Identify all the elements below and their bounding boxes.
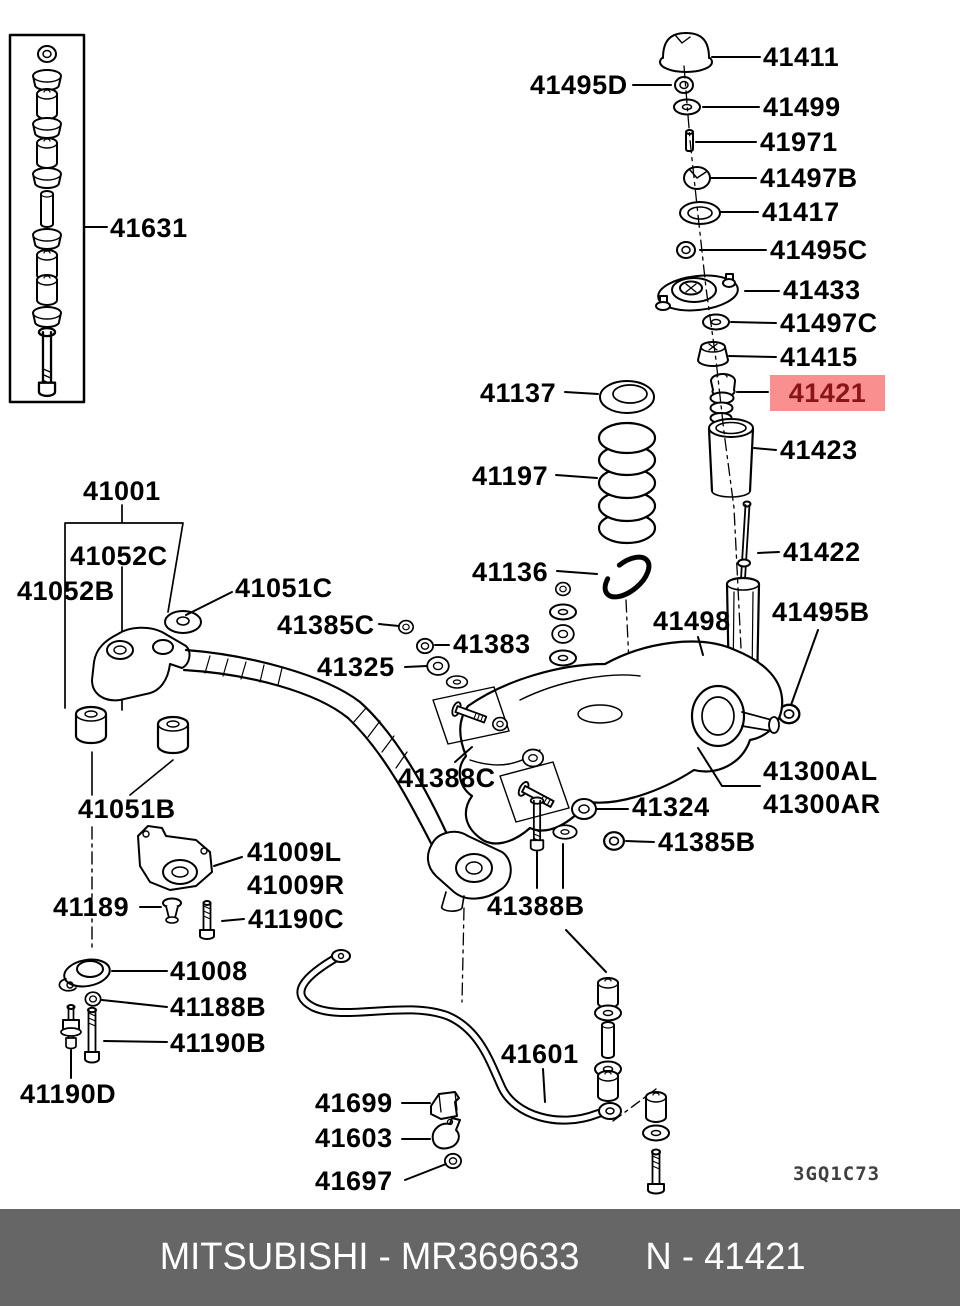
nut-41188b-part <box>84 991 102 1007</box>
spring-seat-41137-part <box>599 380 655 414</box>
part-label-41497B[interactable]: 41497B <box>760 163 858 193</box>
part-label-41325[interactable]: 41325 <box>317 652 395 682</box>
part-label-41603[interactable]: 41603 <box>315 1123 393 1153</box>
part-label-41324[interactable]: 41324 <box>632 792 710 822</box>
part-label-41415[interactable]: 41415 <box>780 342 858 372</box>
part-label-41190D[interactable]: 41190D <box>20 1079 117 1109</box>
part-label-41499[interactable]: 41499 <box>763 92 841 122</box>
part-label-41383[interactable]: 41383 <box>453 629 531 659</box>
nut-41495c-part <box>676 241 696 259</box>
part-label-41495B[interactable]: 41495B <box>772 597 870 627</box>
nut-41385c-part <box>397 619 415 635</box>
footer-n-number: N - 41421 <box>645 1236 806 1278</box>
cup-41497b-part <box>683 166 711 190</box>
clamp-41603-part <box>431 1117 461 1150</box>
ball-seat-41008-part <box>58 958 111 992</box>
part-label-41136[interactable]: 41136 <box>472 557 549 587</box>
part-label-41495C[interactable]: 41495C <box>770 235 868 265</box>
nut-41697-part <box>443 1152 463 1170</box>
part-label-41385B[interactable]: 41385B <box>658 827 756 857</box>
strut-mount-41433-part <box>655 273 739 312</box>
part-label-41411[interactable]: 41411 <box>763 42 840 72</box>
part-label-41631[interactable]: 41631 <box>110 213 188 243</box>
part-label-41008[interactable]: 41008 <box>170 956 248 986</box>
part-label-41433[interactable]: 41433 <box>783 275 861 305</box>
part-label-41422[interactable]: 41422 <box>783 537 861 567</box>
stabilizer-link-kit-part <box>8 33 86 404</box>
stabilizer-bar-41601-part <box>296 949 622 1125</box>
part-label-41388B[interactable]: 41388B <box>487 891 585 921</box>
part-label-41137[interactable]: 41137 <box>480 378 557 408</box>
part-label-41190C[interactable]: 41190C <box>248 904 345 934</box>
knuckle-part <box>426 830 512 912</box>
part-label-41971[interactable]: 41971 <box>760 127 838 157</box>
part-label-41009R[interactable]: 41009R <box>247 870 345 900</box>
nut-41383-part <box>415 637 435 655</box>
washer-41051c-part <box>164 610 202 634</box>
diagram-code: 3GQ1C73 <box>793 1163 881 1185</box>
part-label-41601[interactable]: 41601 <box>501 1039 579 1069</box>
bolt-41190d-part <box>60 1004 82 1050</box>
strut-cap-part <box>659 32 713 73</box>
lateral-arm-tube-part <box>182 648 454 857</box>
stabilizer-link-parts <box>594 977 670 1195</box>
arm-bushing-inner-part <box>156 715 190 755</box>
part-label-41052B[interactable]: 41052B <box>17 576 115 606</box>
bolt-41189-part <box>162 897 182 924</box>
washer-41497c-part <box>702 313 730 331</box>
part-label-41190B[interactable]: 41190B <box>170 1028 267 1058</box>
part-label-41699[interactable]: 41699 <box>315 1088 393 1118</box>
washer-41324-part <box>571 797 597 820</box>
ring-41417-part <box>679 201 721 225</box>
part-label-41001[interactable]: 41001 <box>83 476 161 506</box>
footer-brand-part-number: MITSUBISHI - MR369633 <box>159 1236 580 1278</box>
part-label-41300AR[interactable]: 41300AR <box>763 789 881 819</box>
snap-ring-41136-part <box>602 554 652 600</box>
part-label-41197[interactable]: 41197 <box>472 461 549 491</box>
bolt-41190b-part <box>84 1006 100 1064</box>
part-label-41423[interactable]: 41423 <box>780 435 858 465</box>
part-label-41388C[interactable]: 41388C <box>398 763 496 793</box>
coil-spring-41197-part <box>597 421 657 545</box>
part-label-41385C[interactable]: 41385C <box>277 610 375 640</box>
cup-41415-part <box>697 341 729 367</box>
grommet-41325-part <box>426 656 450 676</box>
part-label-41300AL[interactable]: 41300AL <box>763 756 878 786</box>
arm-front-bracket-part <box>91 626 191 702</box>
part-label-41417[interactable]: 41417 <box>762 197 840 227</box>
bolt-41190c-part <box>199 900 215 940</box>
trailing-arm-assembly-part <box>458 640 784 845</box>
part-label-41189[interactable]: 41189 <box>53 892 130 922</box>
nut-41385b-part <box>602 831 626 851</box>
dust-cover-41423-part <box>707 418 755 498</box>
nut-41495d-part <box>674 76 694 94</box>
part-label-41009L[interactable]: 41009L <box>247 837 342 867</box>
part-label-41697[interactable]: 41697 <box>315 1166 393 1196</box>
footer-bar: MITSUBISHI - MR369633 N - 41421 <box>0 1209 960 1306</box>
part-label-41495D[interactable]: 41495D <box>530 70 628 100</box>
part-label-41188B[interactable]: 41188B <box>170 992 267 1022</box>
part-label-41497C[interactable]: 41497C <box>780 308 878 338</box>
part-label-41052C[interactable]: 41052C <box>70 541 168 571</box>
bracket-41009-part <box>137 825 213 891</box>
bushing-41699-part <box>430 1091 460 1120</box>
part-label-41421-highlighted[interactable]: 41421 <box>770 375 885 411</box>
part-label-41051B[interactable]: 41051B <box>78 794 176 824</box>
part-label-41498[interactable]: 41498 <box>653 606 731 636</box>
arm-bushing-outer-part <box>74 705 108 745</box>
leader-lines <box>70 56 819 1181</box>
part-label-41051C[interactable]: 41051C <box>235 573 333 603</box>
